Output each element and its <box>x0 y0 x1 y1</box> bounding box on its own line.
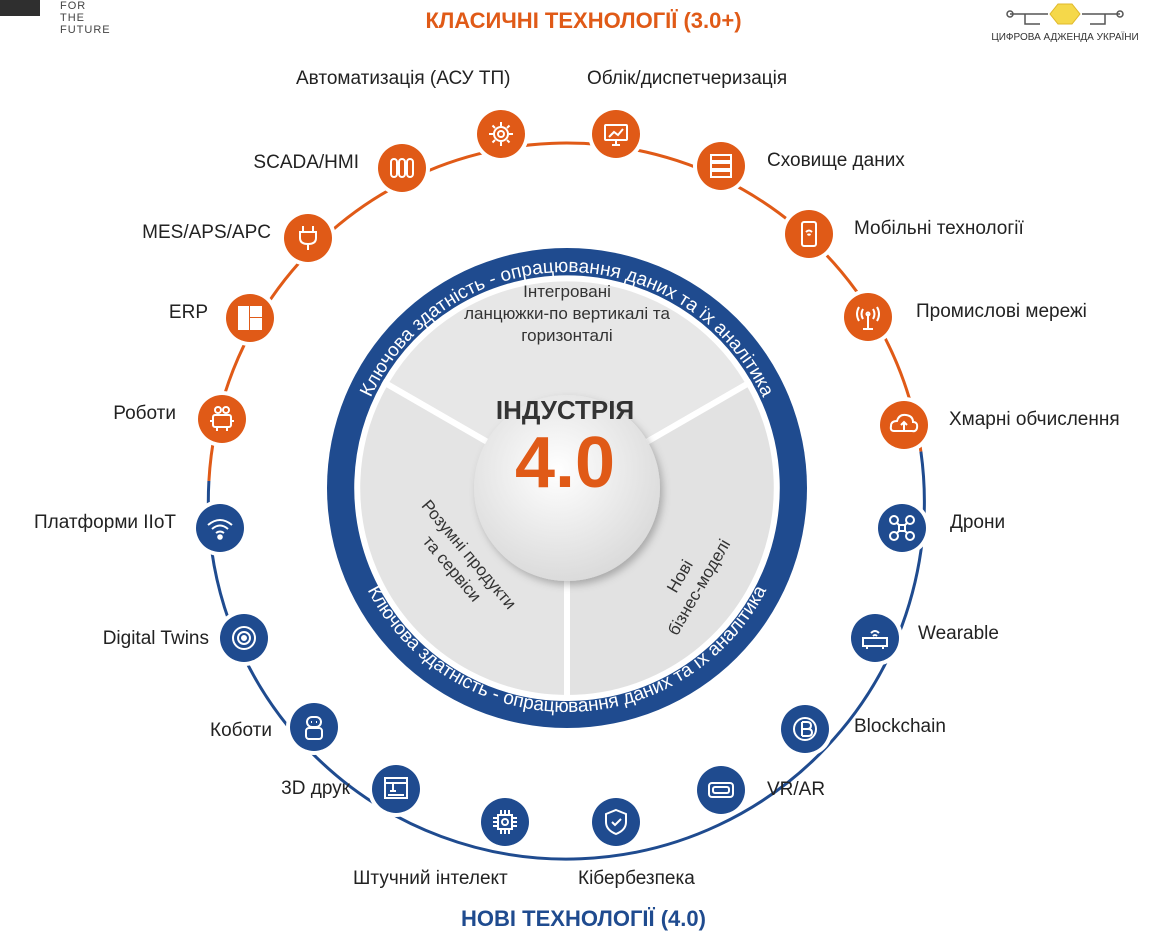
segment-top-line: ланцюжки-по вертикалі та <box>464 304 670 323</box>
center-label: ІНДУСТРІЯ 4.0 <box>470 395 660 501</box>
new-node <box>693 762 749 818</box>
tanks-icon <box>390 158 414 178</box>
classic-label: Промислові мережі <box>916 301 1087 322</box>
classic-node <box>222 290 278 346</box>
classic-label: Мобільні технології <box>854 218 1024 239</box>
new-label: Кібербезпека <box>578 868 695 889</box>
classic-label: Облік/диспетчеризація <box>587 68 788 89</box>
new-node <box>477 794 533 850</box>
new-label: Digital Twins <box>102 628 209 649</box>
node-disc <box>878 504 926 552</box>
cobot-icon <box>305 716 323 740</box>
new-node <box>777 701 833 757</box>
node-disc <box>592 798 640 846</box>
technology-nodes <box>192 106 932 850</box>
classic-label: Автоматизація (АСУ ТП) <box>296 68 511 89</box>
corner-text: FOR THE FUTURE <box>60 0 111 36</box>
layout-icon <box>238 306 262 330</box>
ai-chip-icon <box>493 810 517 834</box>
new-node <box>588 794 644 850</box>
classic-node <box>280 210 336 266</box>
segment-top-text: Інтегровані ланцюжки-по вертикалі та гор… <box>437 281 697 347</box>
classic-node <box>194 391 250 447</box>
digital-agenda-logo: ЦИФРОВА АДЖЕНДА УКРАЇНИ <box>990 0 1140 60</box>
router-icon <box>862 630 888 649</box>
monitor-chart-icon <box>604 124 628 146</box>
new-node <box>368 761 424 817</box>
gear-icon <box>489 122 513 146</box>
node-disc <box>477 110 525 158</box>
center-word: ІНДУСТРІЯ <box>495 395 635 425</box>
classic-node <box>374 140 430 196</box>
server-icon <box>710 154 732 178</box>
wifi-icon <box>207 519 233 540</box>
new-node <box>216 610 272 666</box>
segment-top <box>381 275 753 492</box>
cloud-upload-icon <box>889 413 919 433</box>
new-label: Blockchain <box>854 716 946 737</box>
antenna-icon <box>856 306 880 330</box>
new-label: Дрони <box>950 512 1006 533</box>
new-node <box>192 500 248 556</box>
new-label: 3D друк <box>281 778 350 799</box>
segment-top-line: горизонталі <box>521 326 613 345</box>
node-disc <box>198 395 246 443</box>
classic-node <box>588 106 644 162</box>
vr-headset-icon <box>708 782 734 798</box>
classic-node <box>840 289 896 345</box>
classic-node <box>876 397 932 453</box>
connector-icon <box>299 226 317 250</box>
new-label: Платформи IIoT <box>33 512 176 533</box>
new-label: Коботи <box>210 720 272 741</box>
new-label: Wearable <box>918 623 999 644</box>
classic-label: Роботи <box>113 403 176 424</box>
classic-tech-title: КЛАСИЧНІ ТЕХНОЛОГІЇ (3.0+) <box>425 8 742 33</box>
classic-node <box>473 106 529 162</box>
printer-3d-icon <box>384 777 408 799</box>
circuit-logo-icon <box>1006 3 1124 25</box>
bitcoin-icon <box>793 717 817 741</box>
drone-icon <box>889 515 915 541</box>
classic-node <box>781 206 837 262</box>
new-node <box>286 699 342 755</box>
center-disc <box>474 395 660 581</box>
new-node <box>874 500 930 556</box>
target-signal-icon <box>232 626 256 650</box>
classic-label: Сховище даних <box>767 150 905 171</box>
robot-icon <box>210 406 234 431</box>
node-disc <box>196 504 244 552</box>
smartphone-icon <box>801 221 817 247</box>
new-tech-title: НОВІ ТЕХНОЛОГІЇ (4.0) <box>461 906 706 931</box>
logo-block <box>0 0 40 16</box>
classic-node <box>693 138 749 194</box>
new-node <box>847 610 903 666</box>
logo-caption: ЦИФРОВА АДЖЕНДА УКРАЇНИ <box>991 32 1139 43</box>
corner-logo: FOR THE FUTURE <box>0 0 110 36</box>
segment-top-line: Інтегровані <box>523 282 611 301</box>
classic-label: Хмарні обчислення <box>949 409 1120 430</box>
classic-label: MES/APS/APC <box>142 222 271 243</box>
new-label: VR/AR <box>767 779 826 800</box>
new-label: Штучний інтелект <box>353 868 508 889</box>
node-disc <box>697 766 745 814</box>
node-disc <box>481 798 529 846</box>
node-disc <box>378 144 426 192</box>
shield-check-icon <box>605 808 627 836</box>
node-disc <box>697 142 745 190</box>
node-disc <box>372 765 420 813</box>
node-disc <box>284 214 332 262</box>
classic-label: ERP <box>168 302 208 323</box>
classic-label: SCADA/HMI <box>253 152 359 173</box>
center-number: 4.0 <box>514 423 616 503</box>
